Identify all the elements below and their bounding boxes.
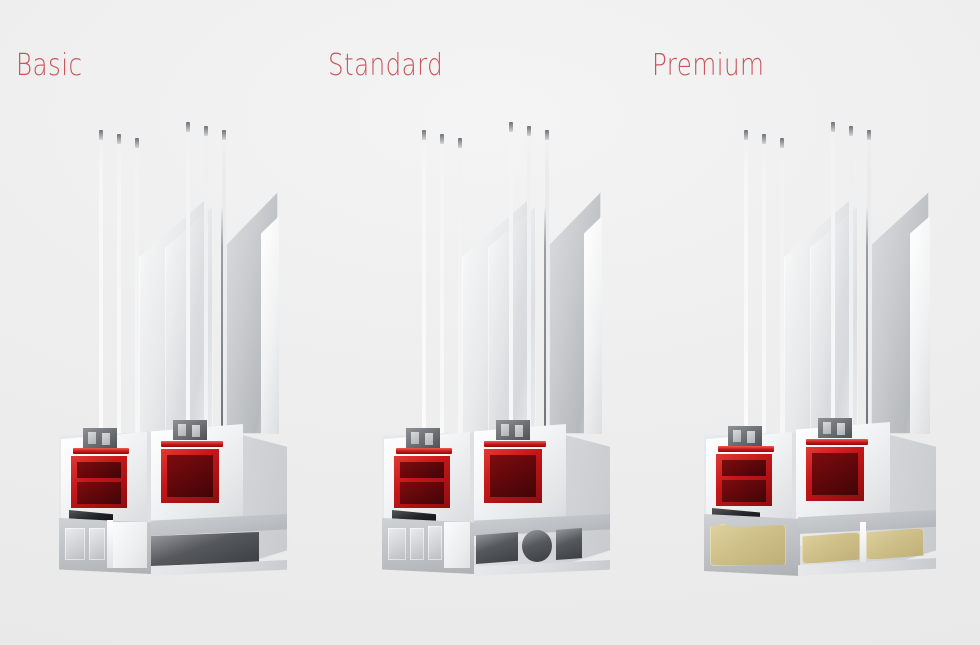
glass-pane bbox=[762, 140, 766, 436]
steel-chamber-void bbox=[722, 460, 766, 476]
glass-pane bbox=[135, 144, 139, 436]
glass-pane-tip bbox=[204, 126, 208, 136]
glazing-assembly bbox=[700, 122, 980, 452]
glass-pane bbox=[509, 128, 513, 430]
steel-clip bbox=[161, 441, 223, 447]
thermal-insulation-foam bbox=[802, 532, 860, 564]
glass-pane bbox=[99, 136, 103, 436]
glass-pane-tip bbox=[867, 130, 871, 140]
glass-pane bbox=[780, 144, 784, 436]
thermal-insulation-foam bbox=[866, 528, 924, 560]
glass-spacer bbox=[544, 206, 546, 432]
glass-pane-tip bbox=[186, 122, 190, 132]
glass-pane bbox=[422, 136, 426, 436]
profile-label-standard: Standard bbox=[328, 48, 444, 83]
steel-chamber-void bbox=[400, 462, 444, 478]
frame-fin bbox=[584, 216, 602, 434]
glass-pane-tip bbox=[849, 126, 853, 136]
hardware-detail bbox=[733, 430, 741, 442]
steel-clip bbox=[396, 448, 452, 454]
frame-hollow-chamber bbox=[476, 532, 518, 564]
frame-chamber bbox=[388, 528, 406, 560]
profile-label-premium: Premium bbox=[652, 48, 765, 83]
frame-hollow-chamber bbox=[556, 528, 582, 560]
frame-rib bbox=[107, 520, 113, 568]
glass-pane bbox=[849, 132, 853, 430]
hardware-detail bbox=[823, 422, 831, 434]
profile-section bbox=[378, 410, 678, 600]
glass-pane bbox=[545, 136, 549, 430]
profile-section bbox=[700, 410, 980, 600]
frame-rib bbox=[860, 522, 866, 566]
frame-chamber bbox=[113, 522, 147, 568]
frame-chamber bbox=[444, 522, 470, 568]
steel-chamber-void bbox=[167, 455, 213, 497]
hardware-detail bbox=[192, 425, 200, 437]
glass-pane-tip bbox=[222, 130, 226, 140]
glass-pane-tip bbox=[117, 134, 121, 144]
glazing-assembly bbox=[55, 122, 355, 452]
profile-label-basic: Basic bbox=[16, 48, 83, 83]
glass-spacer bbox=[866, 206, 868, 432]
hardware-detail bbox=[411, 432, 419, 444]
glass-pane bbox=[831, 128, 835, 430]
profile-unit-premium bbox=[700, 122, 980, 592]
steel-clip bbox=[73, 448, 129, 454]
hardware-detail bbox=[837, 423, 845, 435]
frame-chamber bbox=[428, 526, 442, 560]
frame-fin bbox=[910, 216, 930, 434]
glass-pane-tip bbox=[458, 138, 462, 148]
glass-pane bbox=[117, 140, 121, 436]
hardware-detail bbox=[747, 431, 755, 443]
glass-pane-tip bbox=[744, 130, 748, 140]
glass-pane bbox=[867, 136, 871, 430]
glass-pane-tip bbox=[831, 122, 835, 132]
steel-chamber-void bbox=[77, 462, 121, 478]
glass-pane-tip bbox=[440, 134, 444, 144]
glass-pane bbox=[222, 136, 226, 430]
profile-unit-basic bbox=[55, 122, 355, 592]
glass-pane bbox=[204, 132, 208, 430]
label-row: Basic Standard Premium bbox=[0, 0, 980, 120]
glass-pane bbox=[186, 128, 190, 430]
hardware-detail bbox=[88, 432, 96, 444]
steel-chamber-void bbox=[812, 453, 858, 495]
glass-pane bbox=[458, 144, 462, 436]
frame-base-rail bbox=[151, 514, 287, 536]
hardware-detail bbox=[515, 425, 523, 437]
steel-chamber-void bbox=[722, 480, 766, 502]
glass-pane-tip bbox=[780, 138, 784, 148]
profile-unit-standard bbox=[378, 122, 678, 592]
frame-chamber bbox=[410, 528, 424, 560]
glass-pane bbox=[744, 136, 748, 436]
thermal-insulation-foam bbox=[710, 524, 786, 566]
frame-fin bbox=[261, 216, 279, 434]
steel-clip bbox=[806, 439, 868, 445]
glass-pane-tip bbox=[545, 130, 549, 140]
glass-spacer bbox=[221, 206, 223, 432]
steel-chamber-void bbox=[400, 482, 444, 504]
glazing-assembly bbox=[378, 122, 678, 452]
glass-pane-tip bbox=[99, 130, 103, 140]
hardware-detail bbox=[102, 433, 110, 445]
glass-pane-tip bbox=[135, 138, 139, 148]
steel-clip bbox=[718, 446, 774, 452]
hardware-detail bbox=[425, 433, 433, 445]
steel-chamber-void bbox=[77, 482, 121, 504]
glass-pane-tip bbox=[422, 130, 426, 140]
frame-chamber bbox=[89, 528, 105, 560]
steel-clip bbox=[484, 441, 546, 447]
glass-pane bbox=[527, 132, 531, 430]
glass-pane-tip bbox=[527, 126, 531, 136]
steel-chamber-void bbox=[490, 455, 536, 497]
glass-pane-tip bbox=[762, 134, 766, 144]
glass-pane bbox=[440, 140, 444, 436]
glass-pane-tip bbox=[509, 122, 513, 132]
hardware-detail bbox=[501, 424, 509, 436]
profile-section bbox=[55, 410, 355, 600]
hardware-detail bbox=[178, 424, 186, 436]
frame-chamber bbox=[65, 528, 85, 560]
frame-hollow-chamber bbox=[151, 532, 259, 566]
frame-round-chamber bbox=[522, 530, 552, 562]
